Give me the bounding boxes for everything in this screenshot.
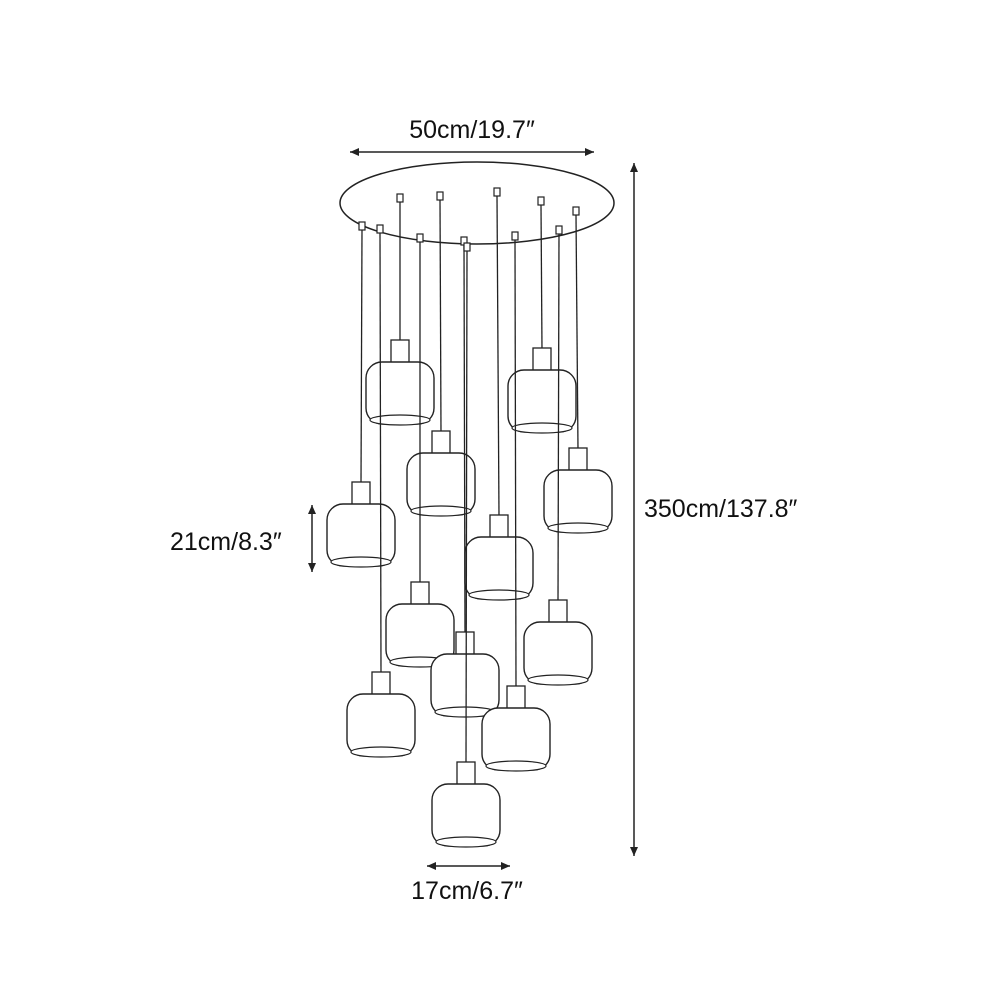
shade-opening [369, 414, 431, 426]
cord [379, 232, 382, 675]
cord-connector [376, 224, 384, 234]
pendant-4 [543, 206, 613, 534]
shade-opening [410, 505, 472, 517]
cord [465, 250, 468, 765]
socket-cap [351, 481, 371, 507]
shade-opening [330, 556, 392, 568]
socket-cap [506, 685, 526, 711]
cord-connector [537, 196, 545, 206]
cord [540, 204, 543, 351]
pendant-3 [406, 191, 476, 517]
total-height-label: 350cm/137.8″ [644, 495, 798, 523]
socket-cap [456, 761, 476, 787]
cord [575, 214, 579, 451]
pendant-11 [481, 231, 551, 772]
canopy [339, 161, 615, 245]
cord-connector [358, 221, 366, 231]
socket-cap [568, 447, 588, 473]
pendant-5 [326, 221, 396, 568]
cord [463, 244, 466, 635]
shade-opening [527, 674, 589, 686]
cord [496, 195, 500, 518]
cord [439, 199, 442, 434]
cord [514, 239, 517, 689]
shade-width-label: 17cm/6.7″ [411, 877, 523, 905]
socket-cap [455, 631, 475, 657]
socket-cap [548, 599, 568, 625]
shade-opening [468, 589, 530, 601]
cord-connector [463, 242, 471, 252]
socket-cap [390, 339, 410, 365]
shade-opening [435, 836, 497, 848]
cord-connector [555, 225, 563, 235]
socket-cap [532, 347, 552, 373]
pendant-8 [523, 225, 593, 686]
shade-opening [511, 422, 573, 434]
pendant-12 [431, 242, 501, 848]
cord-connector [493, 187, 501, 197]
pendant-1 [365, 193, 435, 426]
socket-cap [489, 514, 509, 540]
cord [557, 233, 560, 603]
cord-connector [436, 191, 444, 201]
pendant-10 [346, 224, 416, 758]
pendant-group [326, 187, 613, 848]
socket-cap [371, 671, 391, 697]
shade-height-label: 21cm/8.3″ [170, 528, 282, 556]
shade-opening [350, 746, 412, 758]
socket-cap [410, 581, 430, 607]
socket-cap [431, 430, 451, 456]
pendant-9 [430, 236, 500, 718]
cord-connector [511, 231, 519, 241]
canopy-width-label: 50cm/19.7″ [409, 116, 535, 144]
cord [360, 229, 363, 485]
shade-opening [547, 522, 609, 534]
cord-connector [572, 206, 580, 216]
cord-connector [416, 233, 424, 243]
cord-connector [396, 193, 404, 203]
shade-opening [485, 760, 547, 772]
